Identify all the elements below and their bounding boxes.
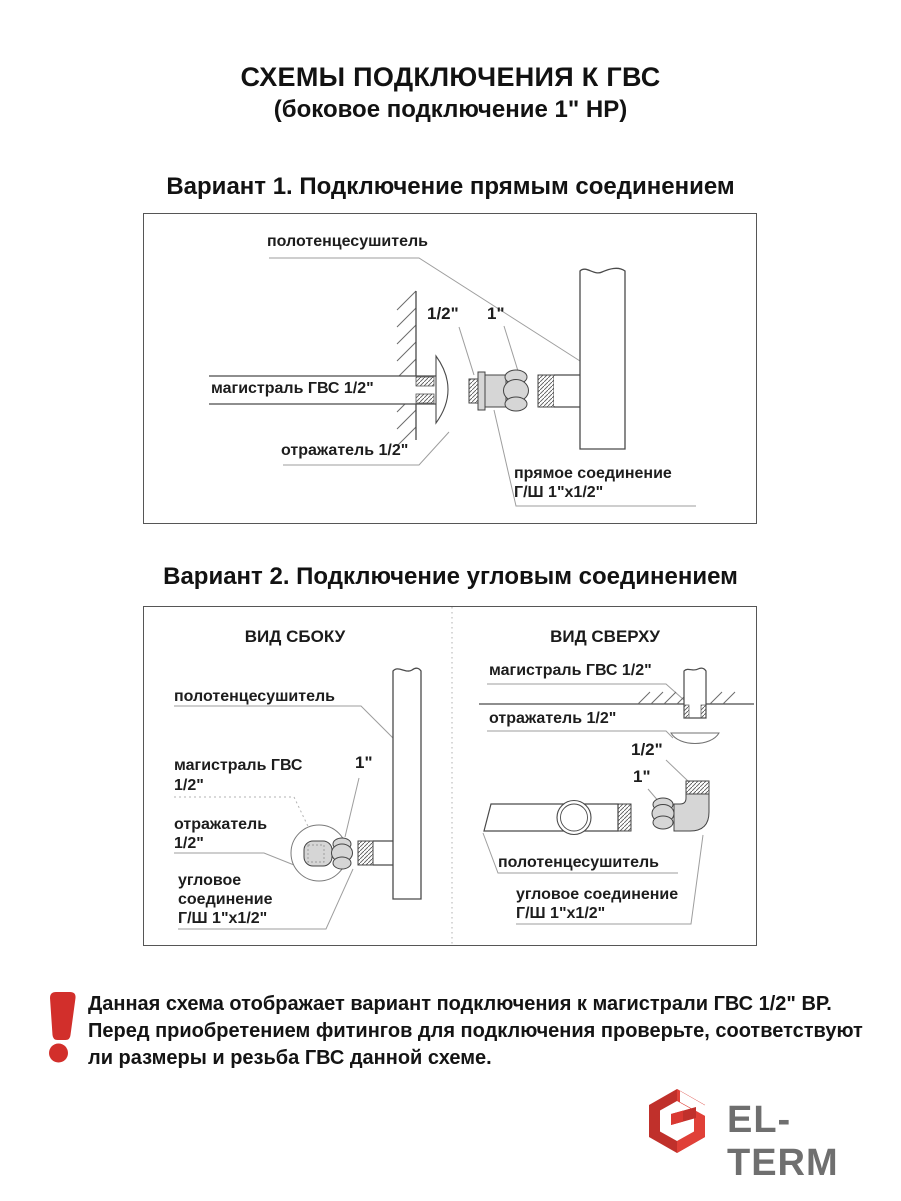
tv-label-towel-rail: полотенцесушитель xyxy=(498,854,659,871)
sv-label-reflector-2: 1/2" xyxy=(174,835,204,852)
variant2-heading: Вариант 2. Подключение угловым соединени… xyxy=(163,563,738,590)
straight-fitting xyxy=(468,369,529,412)
variant2-diagram-box: ВИД СБОКУ полотенцесушитель магистраль Г… xyxy=(143,606,757,946)
sv-leader-lines xyxy=(174,705,394,930)
warning-line-3: ли размеры и резьба ГВС данной схеме. xyxy=(88,1047,492,1069)
side-view-title: ВИД СБОКУ xyxy=(244,627,346,646)
v1-label-towel-rail: полотенцесушитель xyxy=(267,233,428,250)
warning-line-1: Данная схема отображает вариант подключе… xyxy=(88,993,832,1015)
variant1-heading: Вариант 1. Подключение прямым соединение… xyxy=(166,173,735,200)
tv-leader-lines xyxy=(482,683,704,925)
page-title: СХЕМЫ ПОДКЛЮЧЕНИЯ К ГВС xyxy=(240,62,661,92)
tv-label-connection-2: Г/Ш 1"х1/2" xyxy=(516,905,606,922)
v1-label-size-one: 1" xyxy=(487,304,505,323)
v1-label-main-line: магистраль ГВС 1/2" xyxy=(211,380,374,397)
tv-label-size-half: 1/2" xyxy=(631,740,663,759)
tv-label-reflector: отражатель 1/2" xyxy=(489,710,617,727)
warning-exclamation-icon xyxy=(49,992,76,1063)
sv-towel-rail-pipe xyxy=(392,667,422,900)
tv-supply-pipe xyxy=(683,667,707,719)
variant2-diagram xyxy=(174,607,754,945)
supply-pipe xyxy=(209,375,436,405)
tv-towel-rail-pipe xyxy=(483,799,632,836)
tv-label-main-line: магистраль ГВС 1/2" xyxy=(489,662,652,679)
tv-label-size-one: 1" xyxy=(633,767,651,786)
sv-label-main-line-2: 1/2" xyxy=(174,777,204,794)
sv-label-connection-1: угловое xyxy=(178,872,242,889)
wall xyxy=(396,290,417,447)
warning-line-2: Перед приобретением фитингов для подключ… xyxy=(88,1020,863,1042)
el-term-logo-icon xyxy=(649,1089,707,1153)
top-view xyxy=(479,667,754,925)
sv-label-connection-2: соединение xyxy=(178,891,273,908)
towel-rail-pipe xyxy=(579,267,626,450)
tv-label-connection-1: угловое соединение xyxy=(516,886,679,903)
sv-label-towel-rail: полотенцесушитель xyxy=(174,688,335,705)
variant1-diagram xyxy=(209,257,696,507)
v1-label-connection-1: прямое соединение xyxy=(514,465,672,482)
tv-wall xyxy=(479,691,754,705)
reflector-dome xyxy=(435,354,449,425)
page-subtitle: (боковое подключение 1" НР) xyxy=(273,96,628,123)
v1-label-size-half: 1/2" xyxy=(427,304,459,323)
sv-label-main-line-1: магистраль ГВС xyxy=(174,757,303,774)
sv-label-reflector-1: отражатель xyxy=(174,816,268,833)
sv-label-connection-3: Г/Ш 1"х1/2" xyxy=(178,910,268,927)
el-term-logo-text: EL-TERM xyxy=(727,1099,839,1184)
variant1-diagram-box: полотенцесушитель 1/2" 1" магистраль ГВС… xyxy=(143,213,757,524)
top-view-title: ВИД СВЕРХУ xyxy=(550,627,660,646)
v1-label-reflector: отражатель 1/2" xyxy=(281,442,409,459)
leader-lines xyxy=(269,257,696,507)
sv-label-size-one: 1" xyxy=(355,753,373,772)
connecting-pipe xyxy=(537,374,581,408)
sv-connecting-pipe xyxy=(357,840,393,866)
v1-label-connection-2: Г/Ш 1"х1/2" xyxy=(514,484,604,501)
tv-reflector-dome xyxy=(670,732,720,744)
sv-angle-fitting xyxy=(303,837,353,870)
tv-angle-fitting xyxy=(651,780,710,832)
side-view xyxy=(174,667,422,930)
